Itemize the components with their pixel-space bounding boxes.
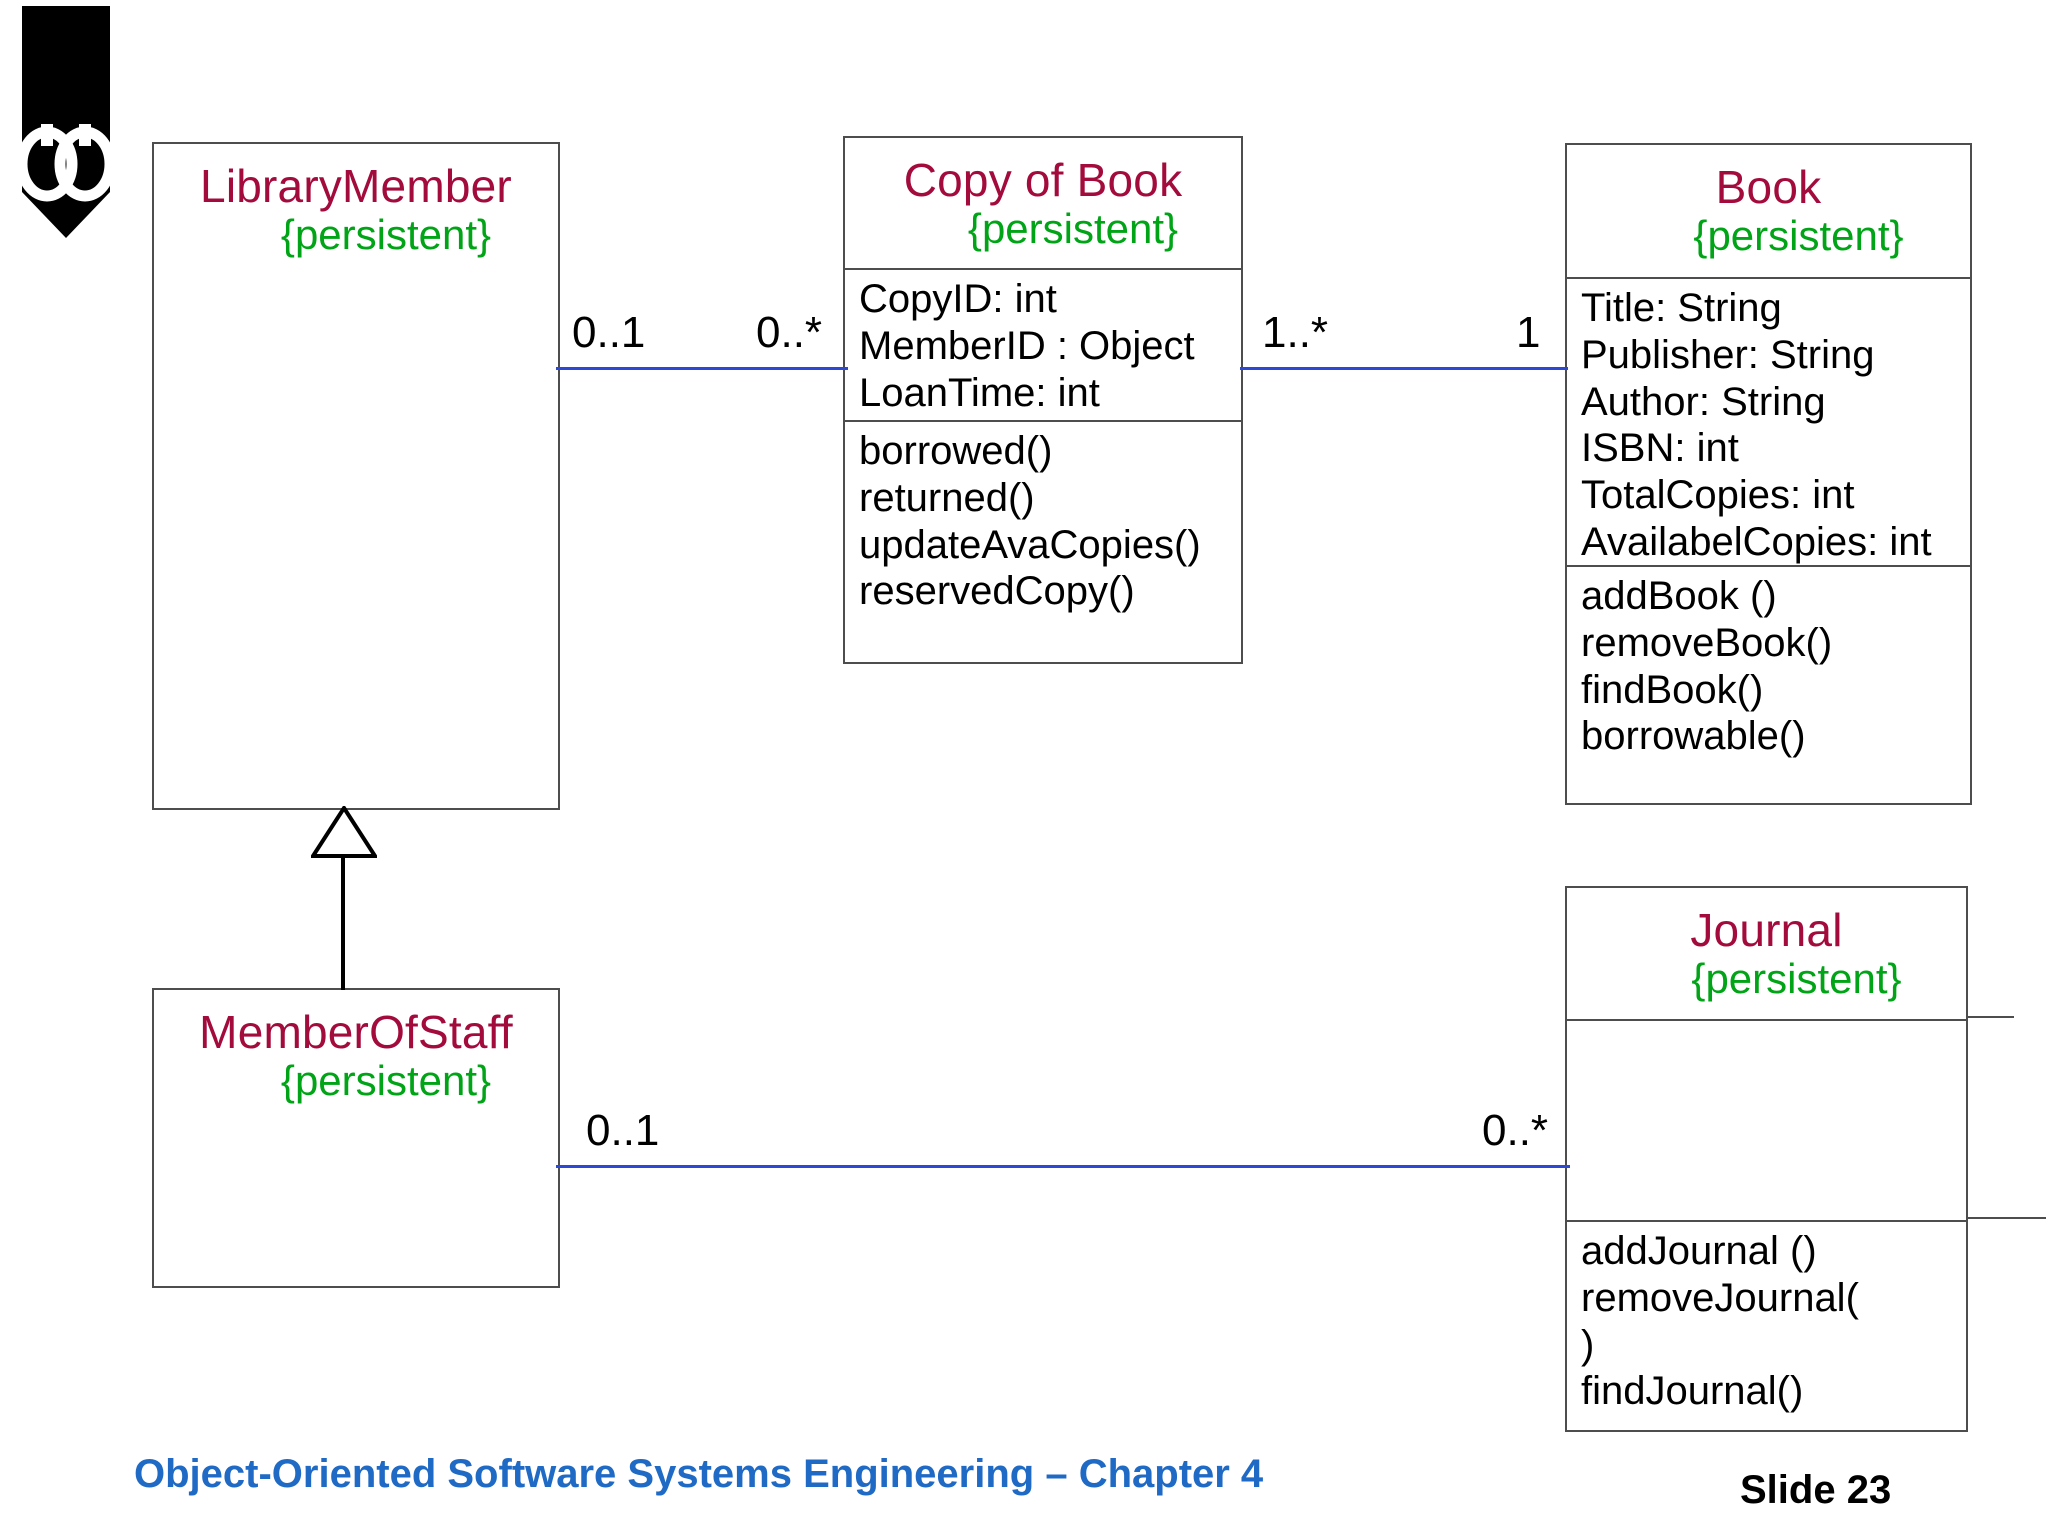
class-stereotype-journal: {persistent} xyxy=(1691,954,1902,1002)
attribute-item: MemberID : Object xyxy=(859,323,1195,368)
multiplicity-staff-journal-source: 0..1 xyxy=(586,1106,660,1155)
attribute-item: LoanTime: int xyxy=(859,370,1100,415)
class-header-copy-of-book: Copy of Book {persistent} xyxy=(845,138,1241,268)
operation-item: returned() xyxy=(859,475,1035,520)
operation-item: updateAvaCopies() xyxy=(859,522,1201,567)
operation-item: borrowable() xyxy=(1581,714,1806,759)
attribute-item: TotalCopies: int xyxy=(1581,473,1855,518)
operation-item: findJournal() xyxy=(1581,1369,1804,1414)
attributes-journal xyxy=(1567,1019,1966,1220)
class-name-journal: Journal xyxy=(1690,904,1843,956)
association-copy-book-line[interactable] xyxy=(1240,367,1568,370)
attribute-item: Publisher: String xyxy=(1581,332,1875,377)
operation-item: borrowed() xyxy=(859,429,1053,473)
operation-item: ) xyxy=(1581,1322,1595,1367)
operations-book: addBook () removeBook() findBook() borro… xyxy=(1567,565,1970,766)
class-header-book: Book {persistent} xyxy=(1567,145,1970,277)
class-header-library-member: LibraryMember {persistent} xyxy=(154,144,558,808)
attribute-item: AvailabelCopies: int xyxy=(1581,519,1932,564)
multiplicity-staff-journal-target: 0..* xyxy=(1482,1106,1549,1155)
operation-item: addJournal () xyxy=(1581,1229,1817,1273)
class-copy-of-book[interactable]: Copy of Book {persistent} CopyID: int Me… xyxy=(843,136,1243,664)
class-book[interactable]: Book {persistent} Title: String Publishe… xyxy=(1565,143,1972,805)
class-name-member-of-staff: MemberOfStaff xyxy=(199,1006,513,1058)
multiplicity-copy-book-target: 1 xyxy=(1516,308,1541,357)
operation-item: removeBook() xyxy=(1581,620,1833,665)
association-member-copy-line[interactable] xyxy=(556,367,848,370)
association-staff-journal-line[interactable] xyxy=(556,1165,1570,1168)
class-stereotype-library-member: {persistent} xyxy=(280,210,492,258)
class-member-of-staff[interactable]: MemberOfStaff {persistent} xyxy=(152,988,560,1288)
class-stereotype-member-of-staff: {persistent} xyxy=(280,1056,492,1104)
operation-item: reservedCopy() xyxy=(859,569,1135,614)
class-header-journal: Journal {persistent} xyxy=(1567,888,1966,1019)
attribute-item: CopyID: int xyxy=(859,277,1057,321)
operation-item: removeJournal( xyxy=(1581,1275,1859,1320)
journal-attributes-rule-overshoot xyxy=(1966,1217,2046,1219)
class-name-book: Book xyxy=(1715,161,1822,213)
attribute-item: Title: String xyxy=(1581,286,1782,330)
operations-journal: addJournal () removeJournal( ) findJourn… xyxy=(1567,1220,1966,1421)
class-library-member[interactable]: LibraryMember {persistent} xyxy=(152,142,560,810)
footer-title: Object-Oriented Software Systems Enginee… xyxy=(134,1452,1264,1496)
slide-number: Slide 23 xyxy=(1740,1468,1892,1512)
class-stereotype-book: {persistent} xyxy=(1693,211,1904,259)
attributes-copy-of-book: CopyID: int MemberID : Object LoanTime: … xyxy=(845,268,1241,420)
journal-header-rule-overshoot xyxy=(1966,1016,2014,1018)
class-stereotype-copy-of-book: {persistent} xyxy=(967,204,1179,252)
generalization-stem xyxy=(341,852,345,990)
oose-banner-logo-icon xyxy=(16,6,116,246)
multiplicity-copy-book-source: 1..* xyxy=(1262,308,1329,357)
class-name-copy-of-book: Copy of Book xyxy=(903,154,1183,206)
attribute-item: Author: String xyxy=(1581,379,1826,424)
multiplicity-member-copy-target: 0..* xyxy=(756,308,823,357)
operation-item: addBook () xyxy=(1581,574,1777,618)
multiplicity-member-copy-source: 0..1 xyxy=(572,308,646,357)
attributes-book: Title: String Publisher: String Author: … xyxy=(1567,277,1970,565)
class-journal[interactable]: Journal {persistent} addJournal () remov… xyxy=(1565,886,1968,1432)
operation-item: findBook() xyxy=(1581,667,1764,712)
generalization-arrow-icon xyxy=(309,804,379,858)
class-header-member-of-staff: MemberOfStaff {persistent} xyxy=(154,990,558,1286)
class-name-library-member: LibraryMember xyxy=(200,160,512,212)
operations-copy-of-book: borrowed() returned() updateAvaCopies() … xyxy=(845,420,1241,621)
attribute-item: ISBN: int xyxy=(1581,426,1739,471)
